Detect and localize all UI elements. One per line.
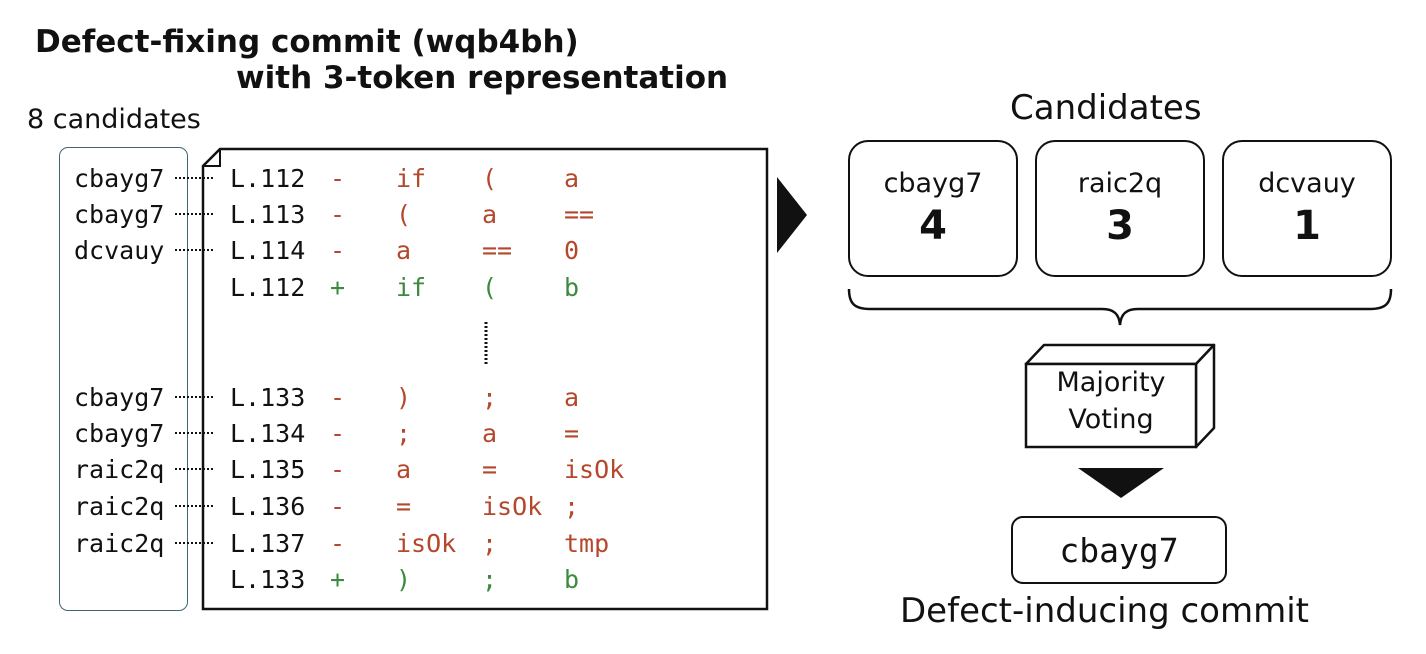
row-line-number: L.133 [230,383,306,412]
row-line-number: L.134 [230,419,306,448]
candidate-name: cbayg7 [883,168,983,199]
row-token-3: ; [564,492,580,521]
row-token-1: = [396,492,412,521]
candidate-column-box [59,147,188,611]
row-diff-sign: - [330,236,346,265]
row-token-1: if [396,164,427,193]
row-line-number: L.135 [230,455,306,484]
result-label: Defect-inducing commit [900,591,1309,631]
right-arrow-icon [777,177,807,253]
row-token-3: a [564,164,580,193]
row-diff-sign: - [330,383,346,412]
candidate-count: 4 [919,203,947,249]
result-commit-box: cbayg7 [1011,516,1227,584]
candidate-card-dcvauy: dcvauy 1 [1222,140,1392,277]
candidate-name: dcvauy [1258,168,1356,199]
row-diff-sign: - [330,419,346,448]
row-commit-id: raic2q [74,529,165,558]
down-arrow-icon [1078,468,1164,498]
row-line-number: L.112 [230,273,306,302]
row-connector [175,432,215,434]
candidate-count: 3 [1106,203,1134,249]
row-token-3: == [564,200,595,229]
row-line-number: L.137 [230,529,306,558]
candidates-section-title: Candidates [1010,88,1202,128]
row-token-2: ( [482,164,498,193]
row-commit-id: dcvauy [74,236,165,265]
majority-voting-label: Majority Voting [1026,364,1196,438]
row-token-1: ; [396,419,412,448]
row-line-number: L.114 [230,236,306,265]
row-token-2: a [482,419,498,448]
row-commit-id: cbayg7 [74,419,165,448]
row-token-1: ) [396,565,412,594]
row-connector [175,249,215,251]
row-line-number: L.133 [230,565,306,594]
row-connector [175,213,215,215]
row-token-3: b [564,565,580,594]
row-token-2: ; [482,565,498,594]
voting-line-2: Voting [1068,404,1154,435]
row-token-1: isOk [396,529,457,558]
row-diff-sign: - [330,455,346,484]
row-connector [175,468,215,470]
row-token-3: tmp [564,529,610,558]
row-diff-sign: + [330,273,346,302]
row-token-2: ( [482,273,498,302]
row-diff-sign: - [330,529,346,558]
row-line-number: L.136 [230,492,306,521]
candidate-count: 1 [1293,203,1321,249]
row-token-2: ; [482,383,498,412]
row-connector [175,177,215,179]
row-diff-sign: + [330,565,346,594]
majority-voting-box [1024,343,1216,449]
vertical-ellipsis-icon [484,322,488,366]
row-token-1: ) [396,383,412,412]
row-token-1: if [396,273,427,302]
row-token-2: == [482,236,513,265]
row-commit-id: raic2q [74,455,165,484]
row-token-3: 0 [564,236,580,265]
row-token-2: ; [482,529,498,558]
row-token-1: a [396,455,412,484]
row-commit-id: cbayg7 [74,164,165,193]
row-commit-id: raic2q [74,492,165,521]
row-commit-id: cbayg7 [74,200,165,229]
row-connector [175,505,215,507]
title-line-1: Defect-fixing commit (wqb4bh) [35,24,579,60]
row-token-1: ( [396,200,412,229]
row-line-number: L.113 [230,200,306,229]
voting-line-1: Majority [1056,367,1166,398]
code-box [201,147,769,611]
row-connector [175,542,215,544]
grouping-brace [847,288,1393,326]
row-token-2: = [482,455,498,484]
row-diff-sign: - [330,200,346,229]
row-line-number: L.112 [230,164,306,193]
row-diff-sign: - [330,492,346,521]
row-token-3: b [564,273,580,302]
row-token-1: a [396,236,412,265]
row-token-2: a [482,200,498,229]
candidate-card-cbayg7: cbayg7 4 [848,140,1018,277]
candidates-count-label: 8 candidates [27,104,201,135]
row-token-2: isOk [482,492,543,521]
row-token-3: a [564,383,580,412]
row-token-3: = [564,419,580,448]
candidate-name: raic2q [1077,168,1163,199]
candidate-card-raic2q: raic2q 3 [1035,140,1205,277]
title-line-2: with 3-token representation [236,60,729,96]
row-token-3: isOk [564,455,625,484]
row-connector [175,396,215,398]
row-diff-sign: - [330,164,346,193]
row-commit-id: cbayg7 [74,383,165,412]
